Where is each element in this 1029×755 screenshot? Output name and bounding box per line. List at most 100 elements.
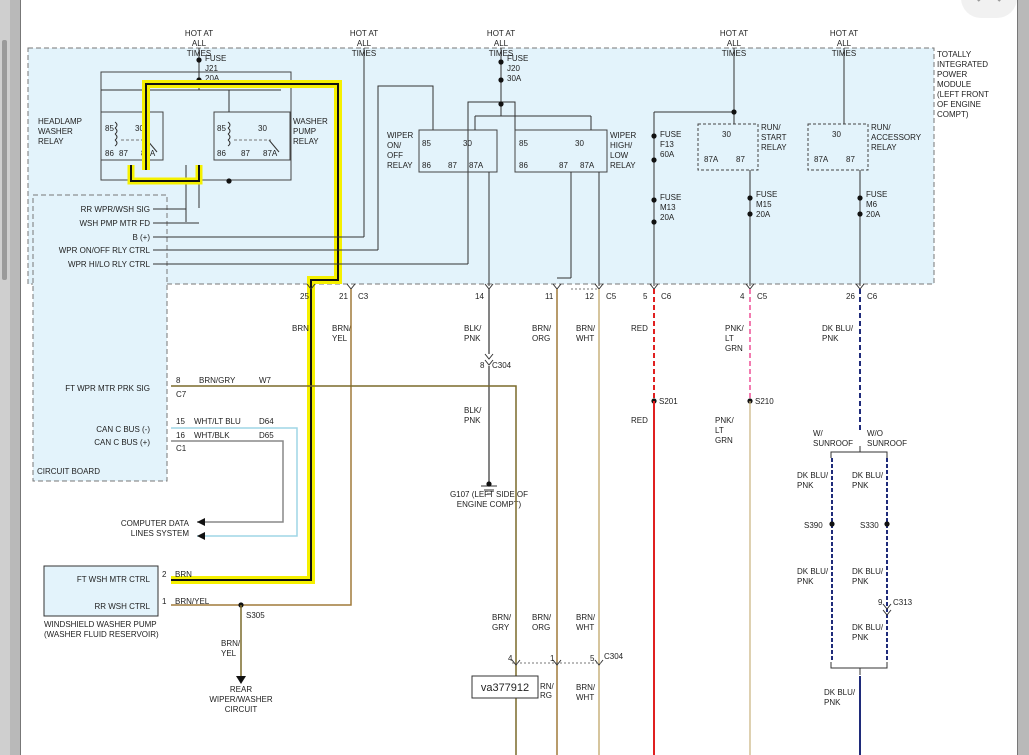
wire-color-partial: RN/ (540, 682, 555, 691)
circuit-board-box (32, 194, 168, 482)
wire-color-brn: BRN (175, 570, 192, 579)
pin-30-label: 30 (575, 139, 584, 148)
connector-pin-2: 2 (162, 570, 167, 579)
relay-coil (227, 133, 231, 141)
splice-dot (857, 195, 863, 201)
connector-pin-p26: 26 (846, 292, 855, 301)
pin-85-label: 85 (422, 139, 431, 148)
wire-color-brn: BRN (292, 324, 309, 333)
connector-symbol (552, 283, 562, 290)
relay-coil (227, 121, 231, 129)
rr-wsh-ctrl-label: RR WSH CTRL (94, 602, 150, 611)
connector-c304-symbol (511, 659, 604, 666)
splice-dot (498, 101, 504, 107)
relay-coil (114, 127, 118, 135)
close-button[interactable] (961, 0, 1017, 18)
splice-s330-label: S330 (860, 521, 879, 530)
wire-brn-yel (241, 289, 352, 606)
wire-color-red: RED (631, 324, 648, 333)
pin-30-label: 30 (722, 130, 731, 139)
splice-dot (857, 211, 863, 217)
connector-pin-4: 4 (508, 654, 513, 663)
pin-87-label: 87 (846, 155, 855, 164)
relay-coil (227, 139, 231, 147)
pin-86-label: 86 (105, 149, 114, 158)
wire-color-brn-yel: BRN/YEL (332, 324, 352, 343)
connector-c313-symbol (882, 603, 892, 616)
circuit-board-label: CIRCUIT BOARD (37, 467, 100, 476)
connector-pin-8: 8 (176, 376, 181, 385)
ipm-signal-label-4: WPR ON/OFF RLY CTRL (59, 246, 151, 255)
washer-pump-label: WINDSHIELD WASHER PUMP(WASHER FLUID RESE… (44, 620, 159, 639)
close-icon (977, 0, 1001, 2)
pin-86-label: 86 (422, 161, 431, 170)
wire-color-dkblu-pnk: DK BLU/PNK (852, 567, 884, 586)
connector-c304-symbol (484, 353, 494, 366)
circuit-d64-label: D64 (259, 417, 274, 426)
connector-pin-p4: 4 (740, 292, 745, 301)
headlamp-washer-relay-box (100, 111, 164, 161)
splice-dot (747, 195, 753, 201)
wire-color-dkblu-pnk: DK BLU/PNK (824, 688, 856, 707)
pin-87-label: 87 (119, 149, 128, 158)
wiper-onoff-ctrl-wire (377, 85, 434, 250)
splice-dot (651, 197, 657, 203)
relay-coil (114, 133, 118, 141)
wire-color-wht-ltblu: WHT/LT BLU (194, 417, 241, 426)
pin-85-label: 85 (519, 139, 528, 148)
connector-pin-9: 9 (878, 598, 883, 607)
wire-color-dkblu-pnk: DK BLU/PNK (797, 567, 829, 586)
connector-pin-p25: 25 (300, 292, 309, 301)
connector-c5-label: C5 (606, 292, 617, 301)
pin-87-label: 87 (241, 149, 250, 158)
pin-30-label: 30 (258, 124, 267, 133)
scrollbar[interactable] (0, 0, 10, 755)
diagram-id-label: va377912 (481, 682, 529, 694)
scrollbar-thumb[interactable] (2, 40, 7, 280)
wiper-onoff-relay-box (418, 129, 498, 173)
can-c-bus-plus-label: CAN C BUS (+) (94, 438, 150, 447)
connector-pin-p5: 5 (643, 292, 648, 301)
connector-c1-label: C1 (176, 444, 187, 453)
pin-87a-label: 87A (580, 161, 595, 170)
wire-color-brn-wht: BRN/WHT (576, 613, 596, 632)
splice-dot (829, 521, 835, 527)
arrow-icon (197, 518, 205, 540)
pin-87-label: 87 (559, 161, 568, 170)
pin-85-label: 85 (217, 124, 226, 133)
connector-c304-label: C304 (604, 652, 624, 661)
connector-c7-label: C7 (176, 390, 187, 399)
pin-30-label: 30 (832, 130, 841, 139)
can-c-bus-minus-label: CAN C BUS (-) (96, 425, 150, 434)
diagram-id-box (471, 675, 539, 699)
arrow-icon (236, 676, 246, 684)
ipm-signal-label-3: B (+) (132, 233, 150, 242)
pin-86-label: 86 (519, 161, 528, 170)
run-accessory-relay-box (807, 123, 869, 171)
pin-87a-label: 87A (704, 155, 719, 164)
wire-color-dkblu-pnk: DK BLU/PNK (822, 324, 854, 343)
highlight-wire (130, 165, 200, 182)
ft-wpr-mtr-prk-sig-label: FT WPR MTR PRK SIG (65, 384, 150, 393)
wire-color-brn-wht: BRN/WHT (576, 324, 596, 343)
connector-pin-15: 15 (176, 417, 185, 426)
connector-c3-label: C3 (358, 292, 369, 301)
splice-dot (196, 57, 202, 63)
relay-coil (227, 127, 231, 135)
wire-color-brn-gry: BRN/GRY (199, 376, 236, 385)
ipm-signal-label-5: WPR HI/LO RLY CTRL (68, 260, 150, 269)
connector-c313-label: C313 (893, 598, 913, 607)
splice-dot (651, 219, 657, 225)
